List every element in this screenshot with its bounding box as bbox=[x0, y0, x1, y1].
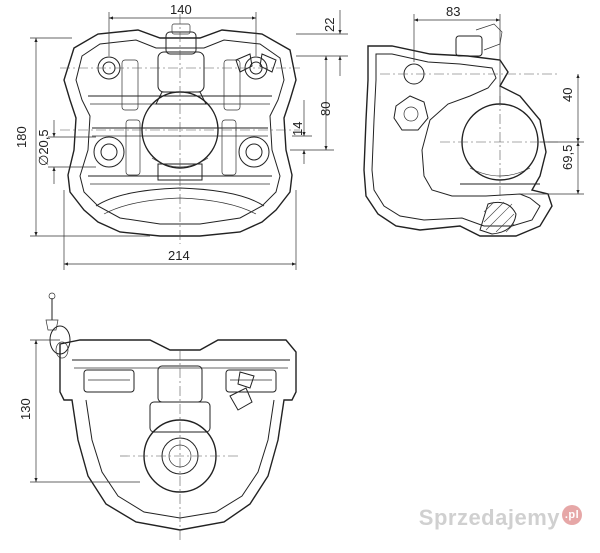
dim-140: 140 bbox=[170, 2, 192, 17]
bottom-view bbox=[45, 292, 297, 540]
dim-214: 214 bbox=[168, 248, 190, 263]
dim-14: 14 bbox=[290, 122, 305, 136]
side-view bbox=[363, 23, 560, 237]
dim-40: 40 bbox=[560, 88, 575, 102]
front-view bbox=[60, 14, 300, 244]
watermark-suffix: .pl bbox=[562, 505, 582, 525]
front-view-dimensions: 140 22 80 14 180 ∅20,5 214 bbox=[14, 2, 348, 270]
dim-69-5: 69,5 bbox=[560, 145, 575, 170]
dim-83: 83 bbox=[446, 4, 460, 19]
dim-80: 80 bbox=[318, 102, 333, 116]
dim-22: 22 bbox=[322, 18, 337, 32]
side-view-dimensions: 83 40 69,5 bbox=[413, 4, 584, 195]
dim-diameter-20-5: ∅20,5 bbox=[36, 129, 51, 166]
dim-130: 130 bbox=[18, 398, 33, 420]
dim-180: 180 bbox=[14, 126, 29, 148]
bottom-view-dimensions: 130 bbox=[18, 339, 140, 483]
watermark-brand: Sprzedajemy bbox=[418, 505, 560, 530]
watermark-logo: Sprzedajemy.pl bbox=[419, 505, 582, 531]
